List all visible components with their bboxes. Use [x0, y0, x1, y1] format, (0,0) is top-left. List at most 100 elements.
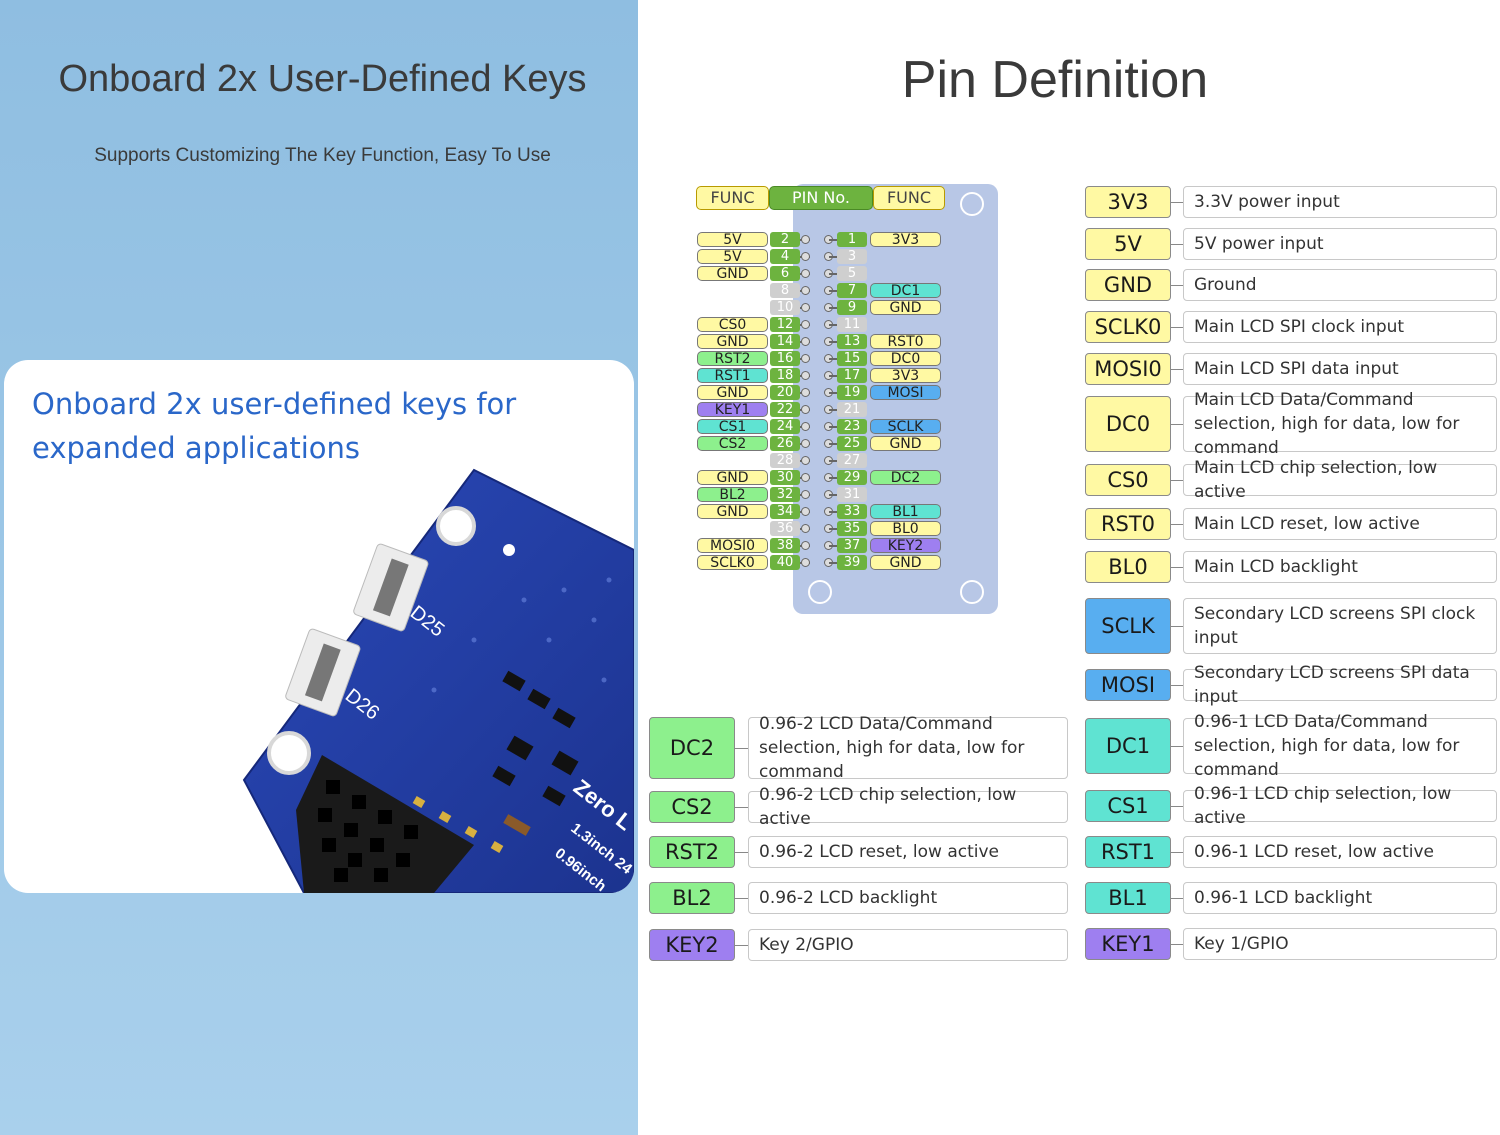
pin-dot [801, 490, 810, 499]
pin-def-description: 0.96-2 LCD Data/Command selection, high … [748, 714, 1068, 782]
pin-number-even: 32 [770, 487, 800, 502]
pin-dot [801, 252, 810, 261]
pin-def-connector [1171, 285, 1183, 286]
pin-lead [829, 426, 839, 428]
pin-def-description: 3.3V power input [1183, 186, 1497, 218]
pin-def-label: KEY2 [649, 929, 735, 961]
pin-dot [801, 473, 810, 482]
pin-func-left: GND [697, 504, 768, 520]
pin-number-odd: 11 [837, 317, 867, 332]
pin-number-odd: 15 [837, 351, 867, 366]
pin-number-even: 20 [770, 385, 800, 400]
pin-def-label: RST1 [1085, 836, 1171, 868]
pin-lead [829, 307, 839, 309]
pin-def-description: Main LCD SPI data input [1183, 353, 1497, 385]
pin-func-right: 3V3 [870, 368, 941, 384]
pin-lead [829, 477, 839, 479]
pin-func-left: GND [697, 266, 768, 282]
pin-number-even: 22 [770, 402, 800, 417]
pin-lead [829, 494, 839, 496]
pin-def-label: CS2 [649, 791, 735, 823]
mount-hole [960, 192, 984, 216]
pin-def-description: Main LCD Data/Command selection, high fo… [1183, 390, 1497, 458]
pin-def-connector [1171, 567, 1183, 568]
mount-hole [267, 731, 311, 775]
pin-func-right: BL0 [870, 521, 941, 537]
pin-number-even: 18 [770, 368, 800, 383]
pin-number-odd: 9 [837, 300, 867, 315]
pin-def-connector [1171, 852, 1183, 853]
pin-def-connector [1171, 524, 1183, 525]
pin-def-connector [1171, 202, 1183, 203]
pin-def-label: BL0 [1085, 551, 1171, 583]
pin-lead [829, 239, 839, 241]
pin-func-left: GND [697, 334, 768, 350]
key-switch-d26 [285, 628, 361, 717]
pin-number-odd: 5 [837, 266, 867, 281]
pin-def-label: GND [1085, 269, 1171, 301]
pin-number-even: 14 [770, 334, 800, 349]
pin-def-connector [1171, 944, 1183, 945]
pin-number-odd: 3 [837, 249, 867, 264]
pin-def-connector [735, 748, 748, 749]
pin-number-odd: 13 [837, 334, 867, 349]
pin-def-label: BL1 [1085, 882, 1171, 914]
pin-lead [829, 528, 839, 530]
pin-number-even: 28 [770, 453, 800, 468]
pin-def-description: Ground [1183, 269, 1497, 301]
pin-number-odd: 7 [837, 283, 867, 298]
pin-func-left: MOSI0 [697, 538, 768, 554]
pin-func-right: MOSI [870, 385, 941, 401]
page-title: Onboard 2x User-Defined Keys [58, 58, 587, 100]
pin-number-even: 4 [770, 249, 800, 264]
pin-def-description: Key 2/GPIO [748, 929, 1068, 961]
pin-def-description: Main LCD reset, low active [1183, 508, 1497, 540]
pin-number-even: 16 [770, 351, 800, 366]
pin-dot [801, 388, 810, 397]
pin-number-even: 34 [770, 504, 800, 519]
pin-func-left: RST2 [697, 351, 768, 367]
pin-dot [801, 524, 810, 533]
pin-def-description: 5V power input [1183, 228, 1497, 260]
pin-func-left: SCLK0 [697, 555, 768, 571]
pin-func-right: 3V3 [870, 232, 941, 248]
pin-number-odd: 39 [837, 555, 867, 570]
pin-def-connector [1171, 898, 1183, 899]
pin-dot [801, 507, 810, 516]
pin-func-right: SCLK [870, 419, 941, 435]
key-switch-d25 [353, 543, 429, 632]
pin-def-connector [1171, 369, 1183, 370]
pin-number-even: 6 [770, 266, 800, 281]
pin-lead [829, 511, 839, 513]
pin-def-description: Main LCD SPI clock input [1183, 311, 1497, 343]
pin-def-connector [1171, 244, 1183, 245]
pin-def-label: DC1 [1085, 718, 1171, 774]
pin-dot [801, 354, 810, 363]
pin-func-right: GND [870, 300, 941, 316]
pin-def-description: Secondary LCD screens SPI clock input [1183, 598, 1497, 654]
pin-lead [829, 358, 839, 360]
pin-def-connector [735, 898, 748, 899]
pin-number-even: 2 [770, 232, 800, 247]
mount-hole [960, 580, 984, 604]
pin-number-even: 40 [770, 555, 800, 570]
pin-dot [801, 320, 810, 329]
pin-func-right: GND [870, 555, 941, 571]
pin-dot [801, 456, 810, 465]
pin-def-connector [1171, 424, 1183, 425]
smd-components [492, 670, 579, 836]
pin-def-connector [735, 807, 748, 808]
pin-def-description: Main LCD backlight [1183, 551, 1497, 583]
pin-number-even: 30 [770, 470, 800, 485]
pin-def-description: 0.96-2 LCD reset, low active [748, 836, 1068, 868]
